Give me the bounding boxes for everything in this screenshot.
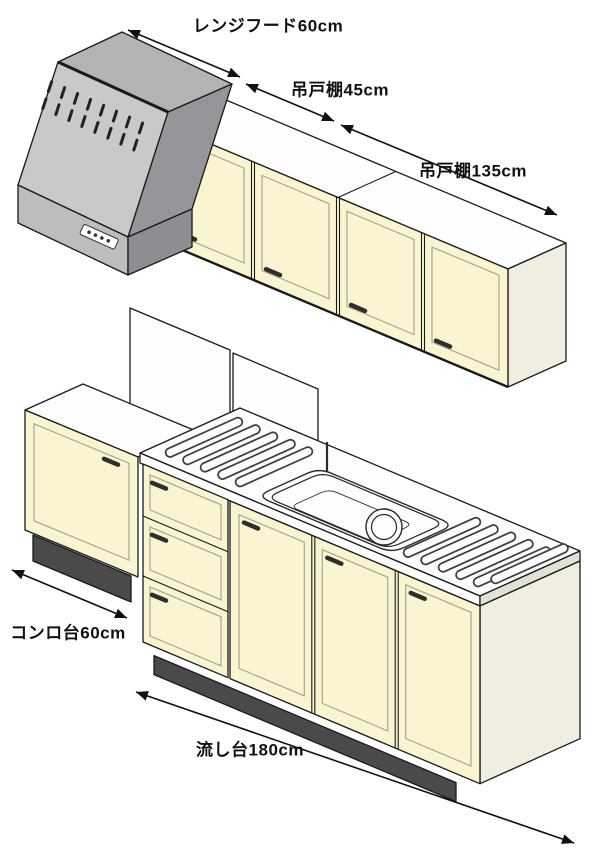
dimension-arrows-lower	[11, 569, 575, 844]
dim-arrow-range-hood	[127, 29, 241, 78]
label-wall-cabinet-45: 吊戸棚45cm	[291, 80, 389, 100]
range-hood	[17, 31, 233, 276]
dim-arrow-cabinet-135	[340, 124, 558, 216]
label-sink-base: 流し台180cm	[196, 740, 304, 760]
sink-door-handles	[241, 520, 427, 602]
dim-arrow-sink-base	[135, 691, 575, 844]
cabinet-door-panels	[176, 138, 500, 372]
dim-arrow-cabinet-45	[245, 83, 335, 122]
drawer-handles	[149, 480, 169, 603]
dimension-arrows-upper	[127, 29, 558, 216]
label-range-hood: レンジフード60cm	[192, 16, 344, 36]
cabinet-door-gaps	[250, 161, 426, 352]
label-stove-base: コンロ台60cm	[10, 623, 126, 643]
wall-cabinets	[167, 99, 567, 389]
hood-vent-slats	[41, 80, 145, 152]
label-wall-cabinet-135: 吊戸棚135cm	[419, 161, 527, 181]
dim-arrow-stove-base	[11, 569, 128, 619]
sink-basin	[262, 442, 449, 552]
hood-control-panel	[79, 224, 119, 250]
drawer-unit	[142, 463, 229, 679]
drainboard-grooves-left	[164, 416, 314, 488]
drainboard-grooves-right	[402, 516, 569, 588]
